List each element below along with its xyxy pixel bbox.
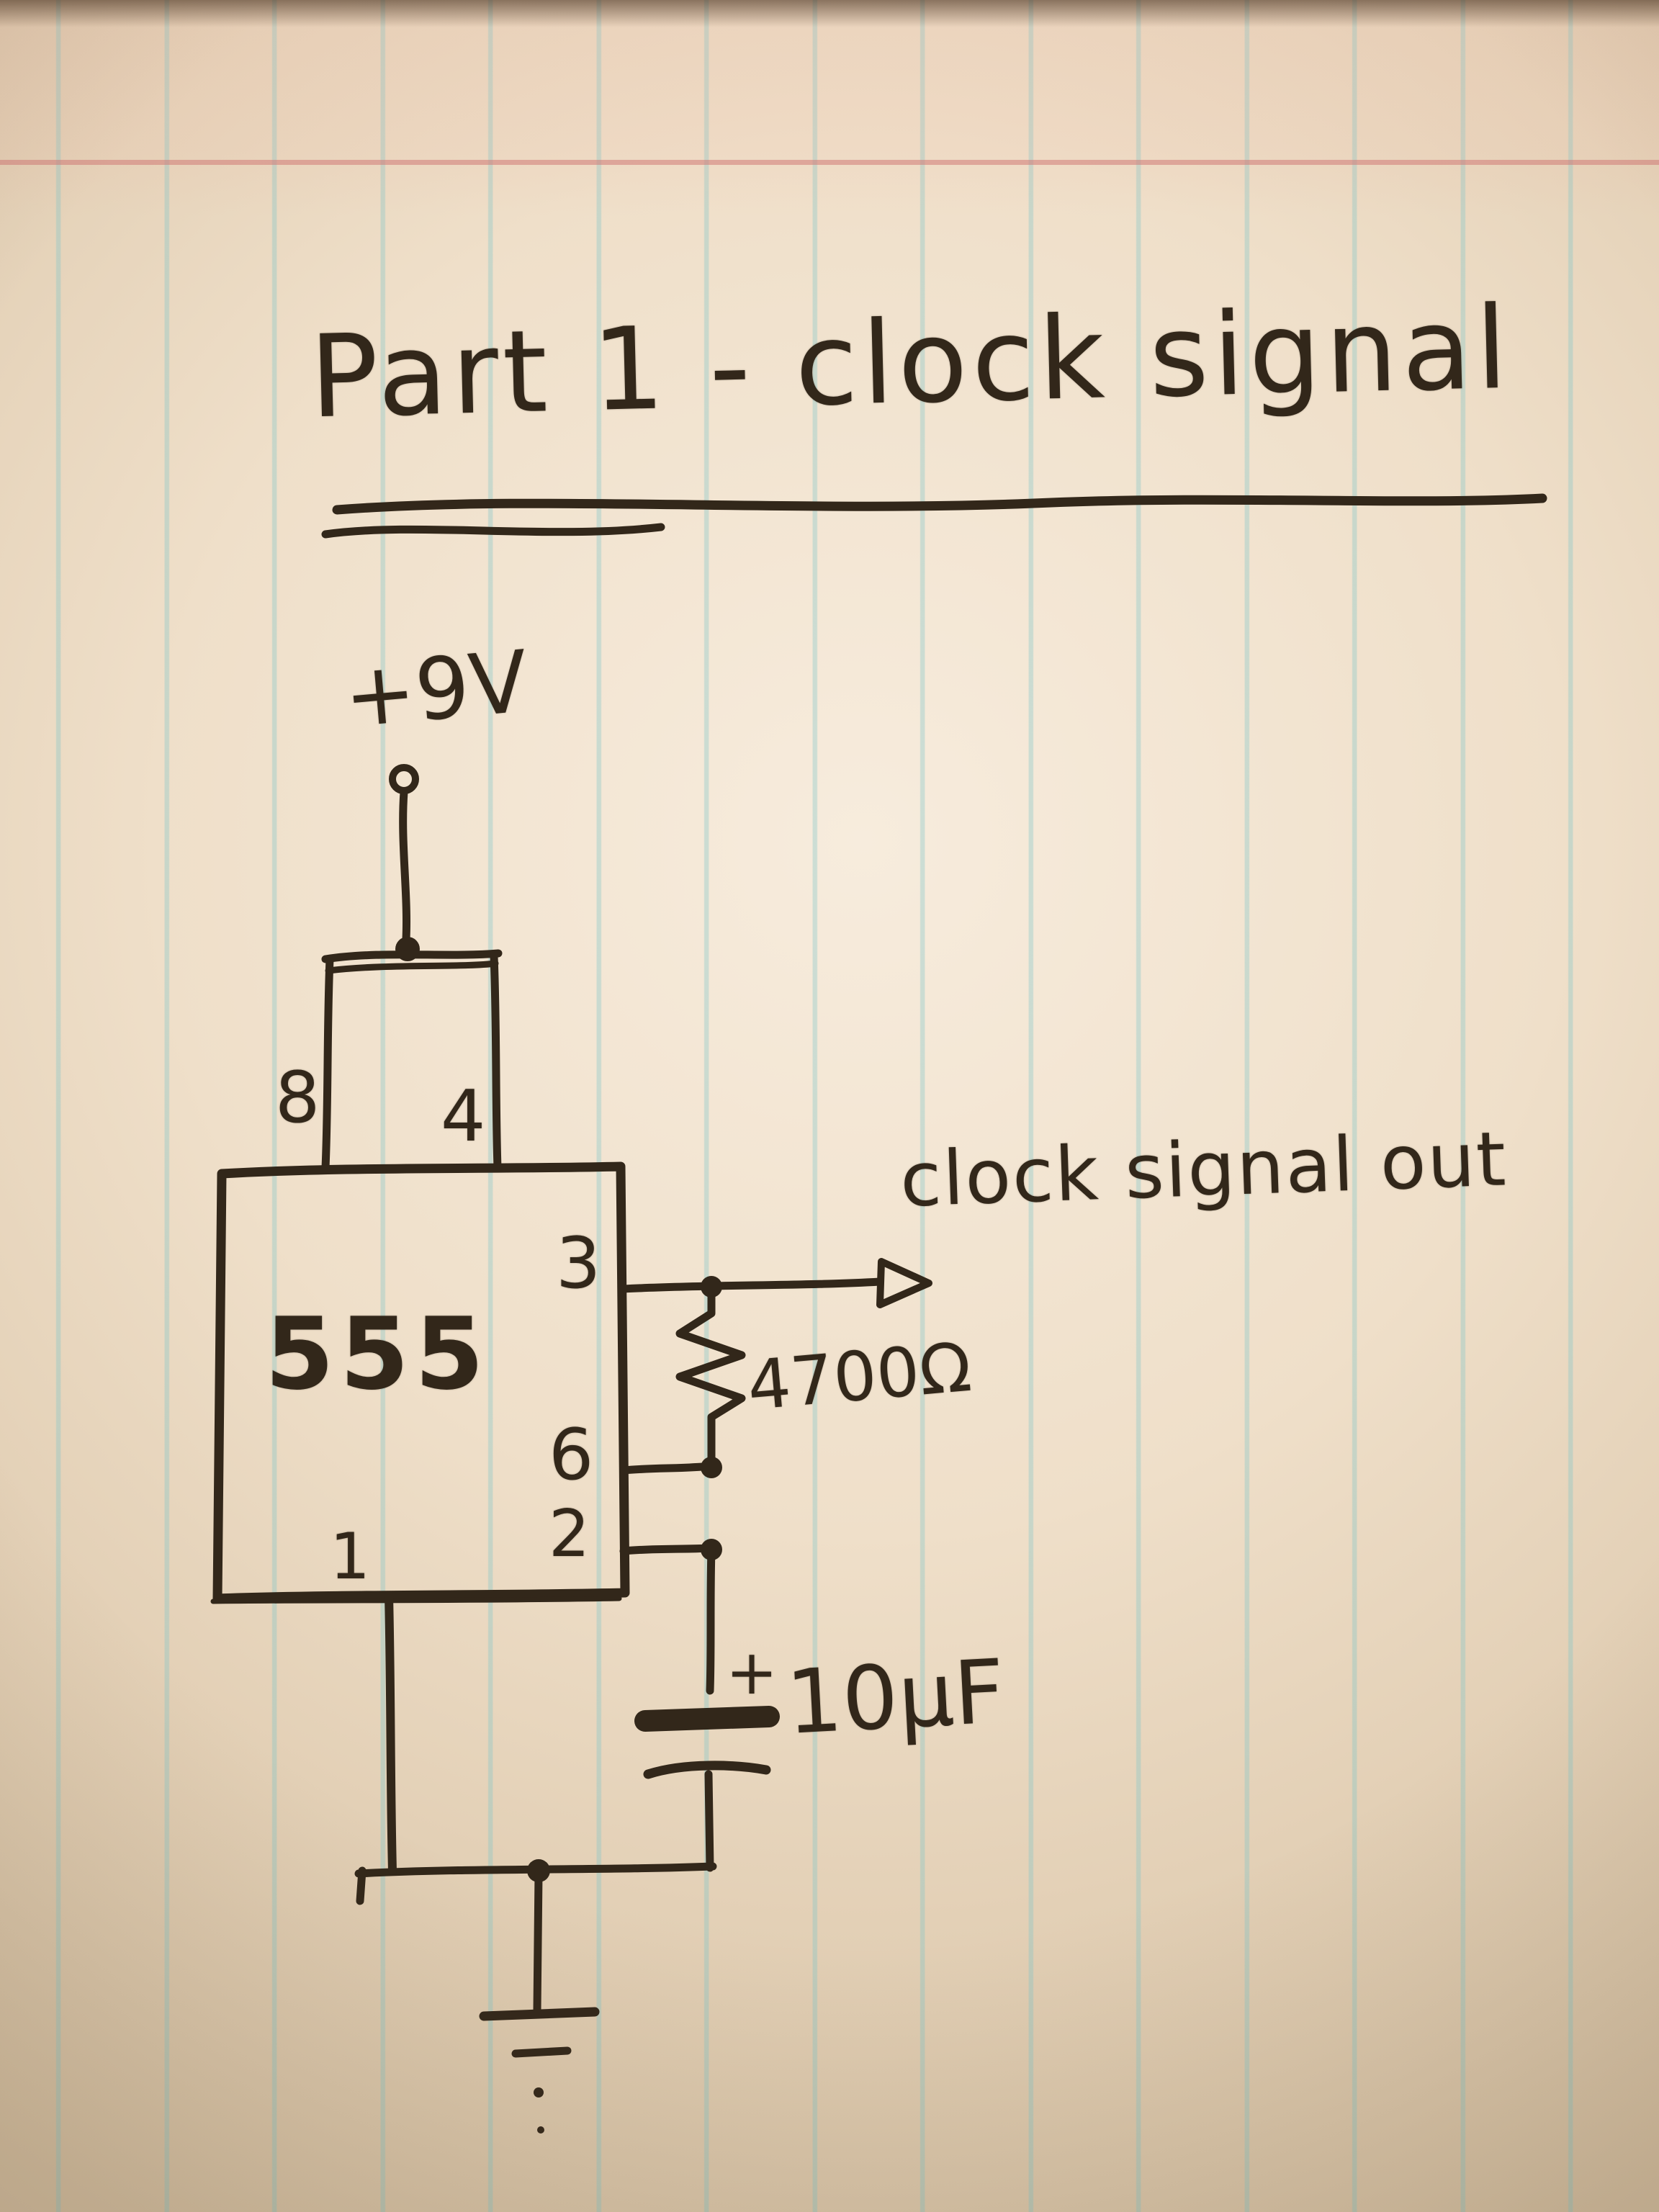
pin-4-label: 4 (441, 1076, 486, 1158)
capacitor-symbol (634, 1706, 780, 1872)
pin-3-label: 3 (556, 1223, 601, 1305)
resistor-to-capacitor-wire (706, 1545, 716, 1695)
ground-rail-wire (354, 1591, 717, 1905)
ic-555-label: 555 (265, 1296, 490, 1412)
resistor-symbol (675, 1292, 746, 1469)
pin-6-label: 6 (549, 1414, 594, 1496)
pin-8-label: 8 (275, 1057, 320, 1139)
clock-signal-out-label: clock signal out (899, 1115, 1509, 1224)
resistor-value-label: 4700Ω (744, 1328, 975, 1426)
supply-terminal-icon (389, 764, 420, 961)
pin6-wire (619, 1457, 722, 1478)
supply-voltage-label: +9V (340, 631, 532, 747)
ground-symbol (479, 1869, 600, 2134)
capacitor-polarity-label: + (726, 1637, 778, 1709)
pin-2-label: 2 (549, 1496, 590, 1572)
pin-1-label: 1 (330, 1519, 370, 1593)
page-title: Part 1 - clock signal (308, 282, 1514, 444)
output-arrowhead-icon (876, 1258, 932, 1308)
title-underline (321, 493, 1547, 539)
capacitor-value-label: 10μF (783, 1640, 1007, 1754)
output-wire (619, 1276, 884, 1298)
